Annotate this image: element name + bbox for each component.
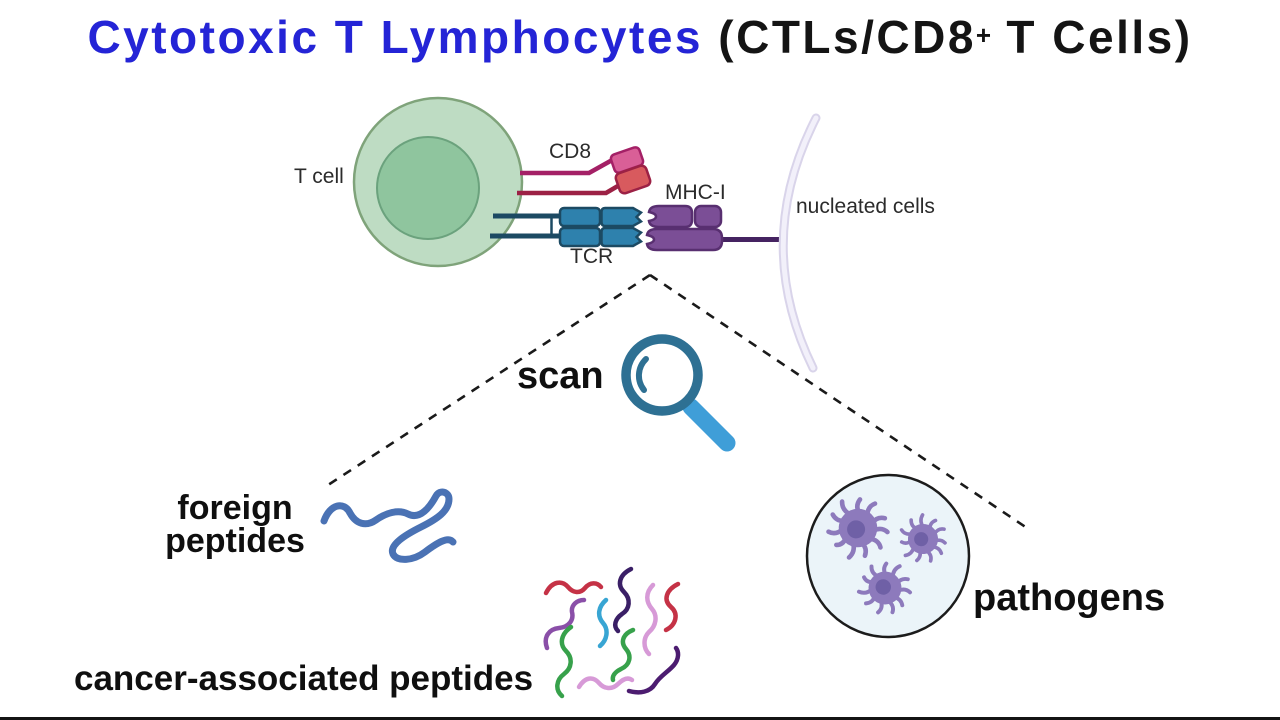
- cancer-peptide-squiggles-icon: [543, 566, 681, 699]
- cd8-receptor-icon: [517, 146, 652, 196]
- nucleated-cells-label: nucleated cells: [796, 195, 935, 218]
- bottom-border: [0, 717, 1280, 720]
- pathogens-circle-icon: [805, 473, 971, 639]
- foreign-peptides-label-line1: foreign: [177, 489, 293, 527]
- t-cell-icon: [352, 96, 524, 268]
- cd8-label: CD8: [549, 140, 592, 163]
- title-rest-open: (CTLs/CD8: [703, 11, 976, 63]
- title-superscript: +: [975, 20, 992, 50]
- mhc1-label: MHC-I: [665, 181, 726, 204]
- title-rest-close: T Cells): [991, 11, 1193, 63]
- tcr-label: TCR: [570, 245, 614, 268]
- cancer-peptides-label: cancer-associated peptides: [74, 659, 534, 698]
- nucleated-cell-membrane-icon: [778, 113, 821, 373]
- magnifier-icon: [621, 334, 736, 452]
- t-cell-label: T cell: [294, 165, 344, 188]
- tcr-receptor-icon: [490, 206, 644, 248]
- scan-label: scan: [517, 355, 604, 397]
- scan-dashed-lines: [324, 273, 1031, 532]
- mhc1-molecule-icon: [645, 204, 784, 252]
- page-title: Cytotoxic T Lymphocytes (CTLs/CD8+ T Cel…: [0, 10, 1280, 64]
- title-highlight: Cytotoxic T Lymphocytes: [87, 11, 704, 63]
- foreign-peptides-label: foreign peptides: [150, 489, 320, 560]
- foreign-peptides-label-line2: peptides: [165, 522, 305, 560]
- foreign-peptide-squiggle-icon: [320, 488, 457, 563]
- pathogens-label: pathogens: [973, 577, 1166, 619]
